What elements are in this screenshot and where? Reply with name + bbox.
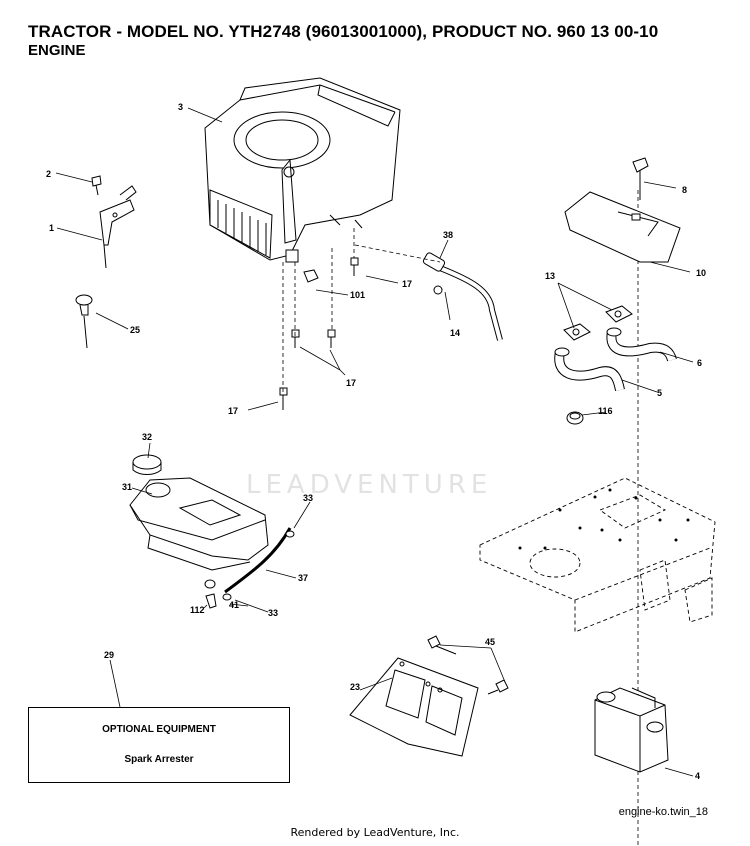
throttle-control-part-1[interactable] <box>99 185 137 269</box>
callout-25: 25 <box>130 325 140 335</box>
callout-17c: 17 <box>228 406 238 416</box>
callout-41: 41 <box>229 600 239 610</box>
leader-lines <box>55 107 694 777</box>
muffler-part-4[interactable] <box>594 687 669 773</box>
callout-38: 38 <box>443 230 453 240</box>
callout-5: 5 <box>657 388 662 398</box>
callout-37: 37 <box>298 573 308 583</box>
callout-10: 10 <box>696 268 706 278</box>
nut-part-101[interactable] <box>303 269 319 283</box>
fuel-cap-part-32[interactable] <box>132 454 162 475</box>
nut-part-116[interactable] <box>566 411 584 425</box>
callout-33b: 33 <box>268 608 278 618</box>
callout-23: 23 <box>350 682 360 692</box>
screw-part-8[interactable] <box>632 157 649 200</box>
page-title: TRACTOR - MODEL NO. YTH2748 (96013001000… <box>28 22 659 41</box>
exhaust-pipe-part-6[interactable] <box>606 327 677 362</box>
optional-equipment-heading: OPTIONAL EQUIPMENT <box>102 724 216 735</box>
callout-32: 32 <box>142 432 152 442</box>
callout-14: 14 <box>450 328 460 338</box>
grommet-part-112[interactable] <box>204 579 216 589</box>
callout-33a: 33 <box>303 493 313 503</box>
heat-shield-part-10[interactable] <box>564 191 681 263</box>
diagram-reference: engine-ko.twin_18 <box>618 806 708 818</box>
callout-45: 45 <box>485 637 495 647</box>
footer-credit: Rendered by LeadVenture, Inc. <box>290 826 460 839</box>
frame-holes <box>518 488 690 550</box>
gasket-part-13[interactable] <box>563 305 633 341</box>
exhaust-pipe-part-5[interactable] <box>554 347 625 392</box>
bolt-part-45[interactable] <box>427 635 509 695</box>
fuel-line-part-37[interactable] <box>224 527 292 594</box>
callout-2: 2 <box>46 169 51 179</box>
callout-101: 101 <box>350 290 365 300</box>
callout-116: 116 <box>598 406 613 416</box>
callout-17b: 17 <box>346 378 356 388</box>
callout-4: 4 <box>695 771 700 781</box>
watermark-logo: LEADVENTURE <box>246 470 493 500</box>
callout-8: 8 <box>682 185 687 195</box>
callout-29: 29 <box>104 650 114 660</box>
callout-31: 31 <box>122 482 132 492</box>
fuel-shutoff-part-38[interactable] <box>422 252 446 295</box>
fuel-line-part-14[interactable] <box>438 265 503 341</box>
section-title: ENGINE <box>28 42 86 59</box>
shield-bracket-part-23[interactable] <box>349 657 479 757</box>
callout-1: 1 <box>49 223 54 233</box>
callout-112: 112 <box>190 605 205 615</box>
callout-17a: 17 <box>402 279 412 289</box>
clamp-part-33[interactable] <box>222 530 295 601</box>
optional-equipment-item[interactable]: Spark Arrester <box>124 754 194 765</box>
callout-13: 13 <box>545 271 555 281</box>
fitting-part-41[interactable] <box>205 593 217 609</box>
callout-3: 3 <box>178 102 183 112</box>
callout-6: 6 <box>697 358 702 368</box>
bolt-part-17[interactable] <box>279 257 359 410</box>
optional-equipment-box: OPTIONAL EQUIPMENT Spark Arrester <box>28 707 290 783</box>
dipstick-part-25[interactable] <box>75 294 93 349</box>
screw-part-2[interactable] <box>91 175 102 196</box>
engine-part-3[interactable] <box>204 77 401 263</box>
tractor-frame <box>479 477 716 633</box>
fuel-tank-part-31[interactable] <box>129 477 269 571</box>
